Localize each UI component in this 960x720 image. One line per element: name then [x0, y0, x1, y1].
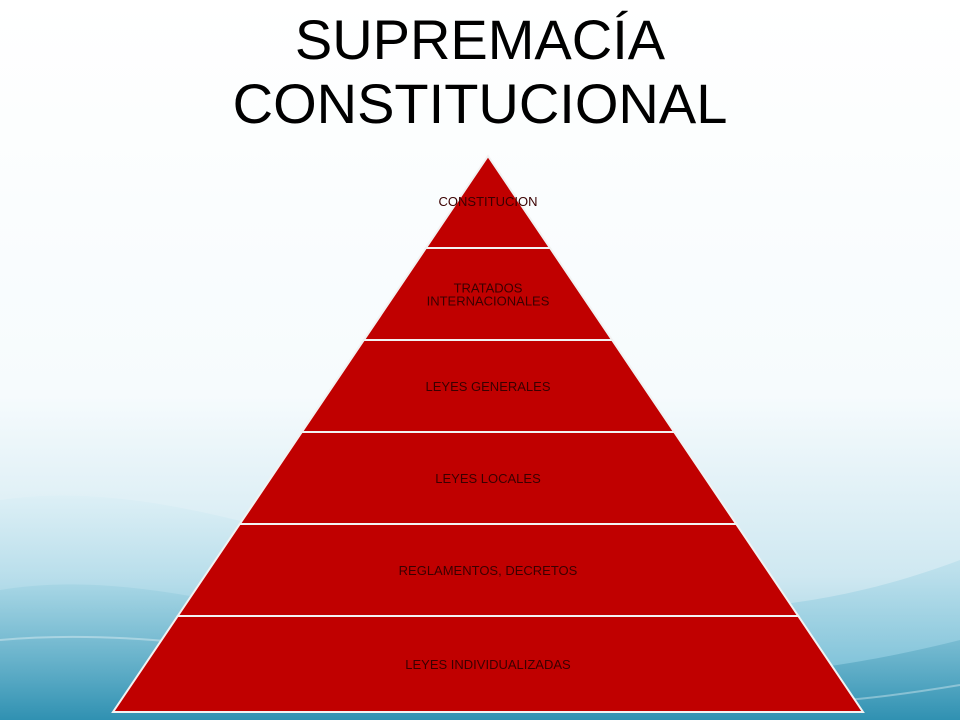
pyramid-level-6	[111, 615, 865, 713]
pyramid-level-6-label: LEYES INDIVIDUALIZADAS	[405, 657, 571, 672]
title-line-1: SUPREMACÍA	[294, 8, 666, 71]
pyramid-level-4-label: LEYES LOCALES	[435, 471, 541, 486]
pyramid-level-5-label: REGLAMENTOS, DECRETOS	[399, 563, 578, 578]
pyramid-level-1-label: CONSTITUCION	[439, 194, 538, 209]
slide-title: SUPREMACÍA CONSTITUCIONAL	[0, 8, 960, 136]
title-line-2: CONSTITUCIONAL	[232, 72, 728, 135]
pyramid-level-3-label: LEYES GENERALES	[426, 379, 551, 394]
